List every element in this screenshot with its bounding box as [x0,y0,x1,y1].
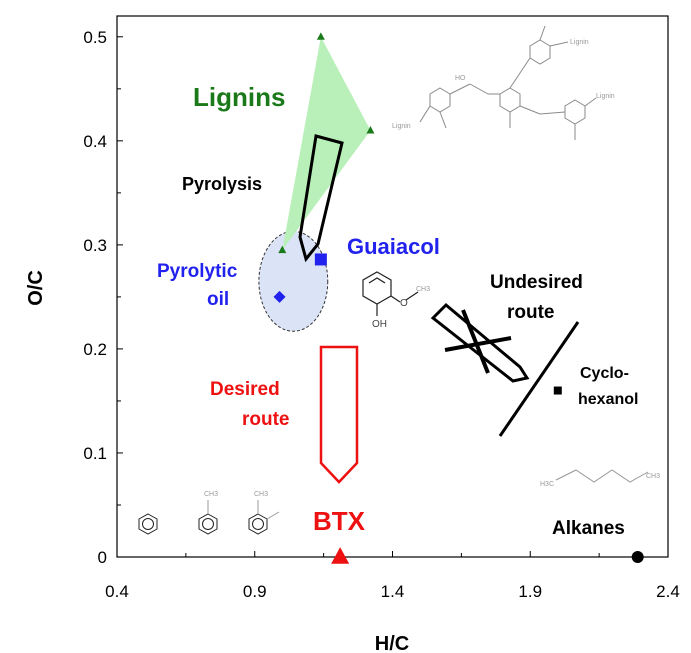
lignin-polymer-structure [419,25,597,140]
annotation-oil: oil [207,289,229,310]
x-tick-label-4: 2.4 [656,582,680,601]
alkane-h3c-label: H3C [540,481,554,488]
lignin-label-1: Lignin [392,123,411,130]
axis-ticks: 0.4 0.9 1.4 1.9 2.4 0 0.1 0.2 0.3 0.4 0.5 [83,28,679,601]
point-pyrolytic-oil [273,290,286,303]
x-tick-label-1: 0.9 [243,582,267,601]
point-lignin-3 [278,245,287,254]
y-tick-label-4: 0.4 [83,132,107,151]
y-tick-label-2: 0.2 [83,340,107,359]
benzene-structure [138,513,158,535]
annotation-undesired-route: route [507,302,555,323]
toluene-methyl-label: CH3 [204,491,218,498]
point-lignin-1 [316,32,325,40]
undesired-cross-line-2 [444,336,512,352]
lignin-label-3: Lignin [596,93,615,100]
guaiacol-methyl-label: CH3 [416,286,430,293]
xylene-methyl-label: CH3 [254,491,268,498]
xylene-structure [248,500,280,535]
point-lignin-2 [366,126,375,134]
x-tick-label-3: 1.9 [518,582,542,601]
y-tick-label-1: 0.1 [83,444,107,463]
point-alkanes [631,551,644,563]
pyrolysis-arrow [298,134,344,263]
y-tick-label-3: 0.3 [83,236,107,255]
data-markers [273,32,644,564]
desired-route-arrow [319,345,359,484]
lignin-label-2: Lignin [570,39,589,46]
toluene-structure [198,500,218,535]
annotation-guaiacol: Guaiacol [347,234,440,259]
guaiacol-oh-label: OH [372,319,387,330]
annotation-btx: BTX [313,506,366,536]
alkane-methyl-label: CH3 [646,473,660,480]
guaiacol-o-label: O [400,298,408,309]
barrier-line [498,321,580,437]
alkane-structure [555,469,649,483]
y-tick-label-0: 0 [98,548,107,567]
y-axis-title: O/C [25,270,47,306]
annotation-hexanol: hexanol [578,391,638,408]
x-axis-title: H/C [375,633,409,653]
annotation-undesired: Undesired [490,272,583,293]
lignin-ho-label: HO [455,75,466,82]
point-btx [331,547,350,564]
point-cyclohexanol [553,386,562,395]
undesired-route-arrow [430,302,530,383]
annotation-cyclo: Cyclo- [580,365,629,382]
x-tick-label-2: 1.4 [381,582,405,601]
point-guaiacol [314,253,327,266]
undesired-cross-line-1 [461,309,490,374]
annotation-desired-route: route [242,409,290,430]
annotation-pyrolytic: Pyrolytic [157,261,238,282]
x-tick-label-0: 0.4 [105,582,129,601]
annotation-pyrolysis: Pyrolysis [182,174,262,194]
lignins-region [282,36,371,251]
annotation-lignins: Lignins [193,82,285,112]
y-tick-label-5: 0.5 [83,28,107,47]
guaiacol-structure [362,271,419,316]
annotation-desired: Desired [210,379,280,400]
annotation-alkanes: Alkanes [552,518,625,539]
